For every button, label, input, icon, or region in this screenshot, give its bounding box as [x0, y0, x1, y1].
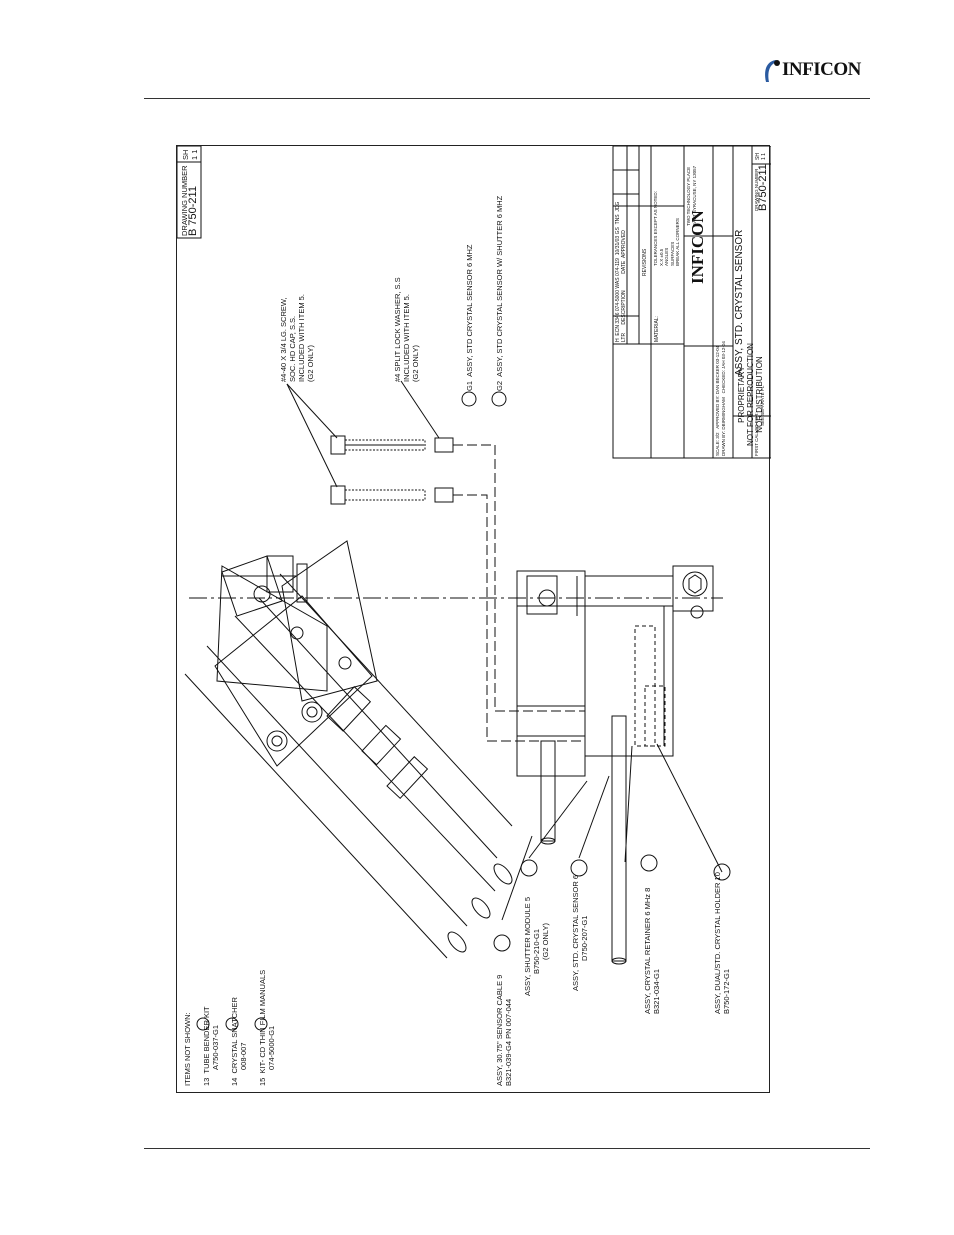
footer-rule	[144, 1148, 870, 1149]
title-block-credits: SCALE: 3/2 APPROVED BY: DAN BECKER 03-12…	[715, 341, 726, 456]
callout-8: ASSY, CRYSTAL RETAINER 6 MHz 8 B321-034-…	[643, 887, 661, 1014]
title-block-address: TWO TECHNOLOGY PLACE EAST SYRACUSE, NY 1…	[686, 165, 697, 226]
inficon-logo: INFICON	[760, 56, 875, 86]
washer-note: #4 SPLIT LOCK WASHER, S.S INCLUDED WITH …	[393, 277, 420, 382]
brand-name: INFICON	[782, 59, 861, 80]
callout-5: ASSY, SHUTTER MODULE 5 B750-210-G1 (G2 O…	[523, 896, 550, 996]
first-called-for: FIRST CALLED FOR: SEE SEPARATE PL	[754, 385, 765, 456]
engineering-drawing: DRAWING NUMBER B 750-211 SH 1 1 #4-40 X …	[176, 145, 771, 1093]
corner-drawing-number: DRAWING NUMBER B 750-211	[180, 165, 199, 236]
revisions-label: REVISIONS	[642, 248, 648, 276]
tolerances: TOLERANCES EXCEPT AS NOTED: X.X ±0.5 ANG…	[653, 191, 680, 266]
assembly-linework	[177, 146, 771, 1031]
corner-number-value: B 750-211	[187, 186, 199, 236]
items-not-shown-heading: ITEMS NOT SHOWN:	[183, 1012, 192, 1086]
items-not-shown: ITEMS NOT SHOWN: 13 TUBE BENDER KIT A750…	[183, 969, 276, 1086]
revision-row: H ECN 3346 074-5000 WAS 074-119 10/31/03…	[615, 201, 627, 342]
drawing-title: ASSY, STD. CRYSTAL SENSOR	[734, 229, 745, 376]
corner-sheet: SH 1 1	[181, 149, 199, 160]
title-block-sheet: SH 1 1	[755, 153, 767, 160]
callout-10: ASSY, DUAL/STD. CRYSTAL HOLDER 10 B750-1…	[713, 872, 731, 1014]
screw-note: #4-40 X 3/4 LG. SCREW, SOC. HD CAP, S.S.…	[279, 294, 315, 382]
material-label: MATERIAL:	[654, 315, 660, 342]
callout-6: ASSY, STD. CRYSTAL SENSOR 6 D750-207-G1	[571, 874, 589, 991]
header-rule	[144, 98, 870, 99]
callout-9: ASSY, 30.75" SENSOR CABLE 9 B321-039-G4 …	[495, 974, 513, 1086]
title-block-drawing-number: DRAWING NUMBER B750-211	[754, 164, 769, 211]
inficon-swoosh-icon	[765, 60, 780, 82]
group-g2: G2 ASSY, STD CRYSTAL SENSOR W/ SHUTTER 6…	[495, 195, 504, 391]
group-g1: G1 ASSY, STD CRYSTAL SENSOR 6 MHZ	[465, 244, 474, 391]
